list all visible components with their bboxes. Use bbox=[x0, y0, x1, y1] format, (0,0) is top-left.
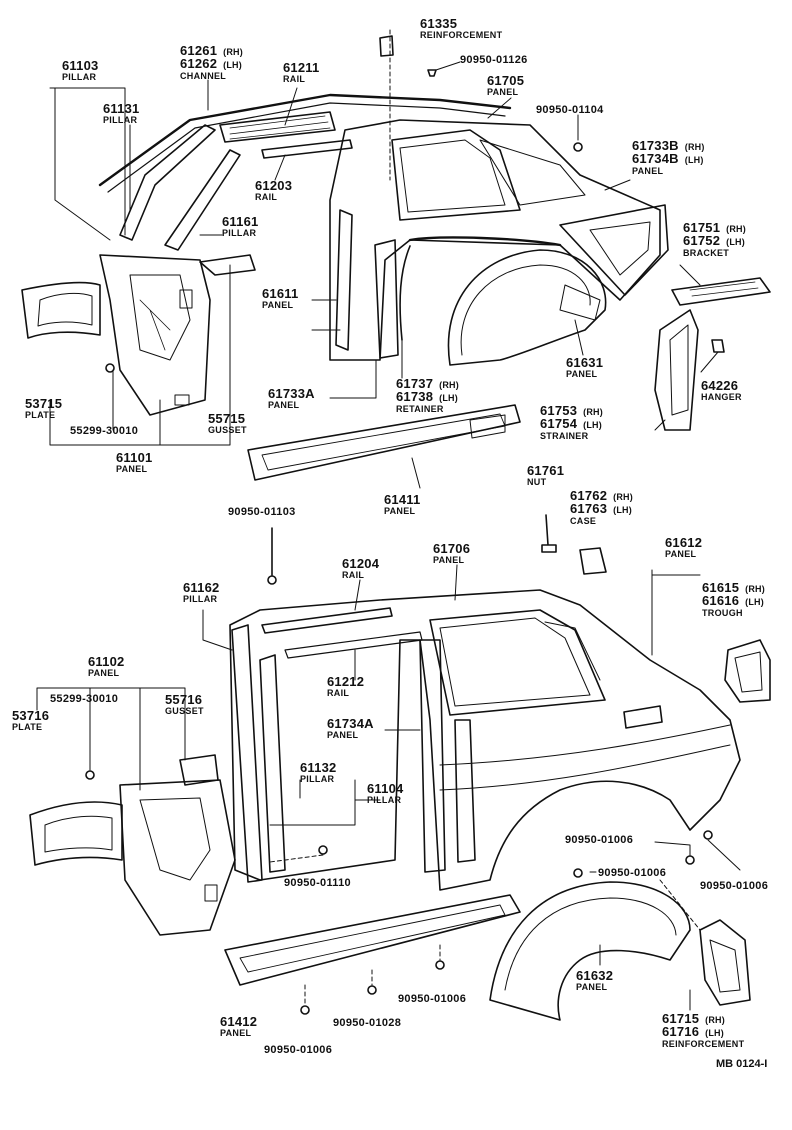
label-90950-01104: 90950-01104 bbox=[536, 104, 604, 116]
label-61211: 61211 RAIL bbox=[283, 60, 320, 84]
upper-body-side-assembly bbox=[21, 35, 771, 481]
lower-body-side-assembly bbox=[29, 589, 771, 1021]
label-61104: 61104 PILLAR bbox=[367, 781, 404, 805]
label-61131: 61131 PILLAR bbox=[103, 101, 140, 125]
label-61132: 61132 PILLAR bbox=[300, 760, 337, 784]
label-61705: 61705 PANEL bbox=[487, 73, 525, 97]
label-61761: 61761 NUT bbox=[527, 463, 565, 487]
lower-leader-lines bbox=[36, 564, 741, 1011]
label-61753-61754: 61753(RH) 61754(LH) STRAINER bbox=[540, 403, 603, 441]
label-61412: 61412 PANEL bbox=[220, 1014, 258, 1038]
label-61762-61763: 61762(RH) 61763(LH) CASE bbox=[570, 488, 633, 526]
label-61612: 61612 PANEL bbox=[665, 535, 703, 559]
label-90950-01006-b: 90950-01006 bbox=[598, 867, 667, 879]
label-90950-01006-d: 90950-01006 bbox=[398, 993, 467, 1005]
label-61733B-61734B: 61733B(RH) 61734B(LH) PANEL bbox=[632, 138, 705, 176]
label-61411: 61411 PANEL bbox=[384, 492, 421, 516]
label-53715: 53715 PLATE bbox=[25, 396, 63, 420]
upper-leader-lines bbox=[49, 29, 719, 489]
label-90950-01126: 90950-01126 bbox=[460, 54, 528, 66]
label-61733A: 61733A PANEL bbox=[268, 386, 315, 410]
label-61715-61716: 61715(RH) 61716(LH) REINFORCEMENT bbox=[662, 1011, 745, 1049]
label-61751-61752: 61751(RH) 61752(LH) BRACKET bbox=[683, 220, 746, 258]
label-61101: 61101 PANEL bbox=[116, 450, 153, 474]
label-90950-01028: 90950-01028 bbox=[333, 1017, 402, 1029]
nut-and-case bbox=[267, 514, 607, 585]
label-61737-61738: 61737(RH) 61738(LH) RETAINER bbox=[396, 376, 459, 414]
label-55715: 55715 GUSSET bbox=[208, 411, 247, 435]
label-61335: 61335 REINFORCEMENT bbox=[420, 16, 503, 40]
label-61103: 61103 PILLAR bbox=[62, 58, 99, 82]
label-61632: 61632 PANEL bbox=[576, 968, 614, 992]
label-61212: 61212 RAIL bbox=[327, 674, 365, 698]
label-90950-01006-a: 90950-01006 bbox=[565, 834, 634, 846]
label-55299-30010-bottom: 55299-30010 bbox=[50, 693, 119, 705]
label-61615-61616: 61615(RH) 61616(LH) TROUGH bbox=[702, 580, 765, 618]
label-90950-01006-c: 90950-01006 bbox=[700, 880, 769, 892]
label-61162: 61162 PILLAR bbox=[183, 580, 220, 604]
label-53716: 53716 PLATE bbox=[12, 708, 50, 732]
label-61734A: 61734A PANEL bbox=[327, 716, 374, 740]
label-61161: 61161 PILLAR bbox=[222, 214, 259, 238]
label-61631: 61631 PANEL bbox=[566, 355, 604, 379]
label-61102: 61102 PANEL bbox=[88, 654, 125, 678]
label-90950-01103: 90950-01103 bbox=[228, 506, 296, 518]
label-61706: 61706 PANEL bbox=[433, 541, 471, 565]
label-55299-30010-top: 55299-30010 bbox=[70, 425, 139, 437]
diagram-code: MB 0124-I bbox=[716, 1058, 768, 1070]
label-61204: 61204 RAIL bbox=[342, 556, 380, 580]
label-55716: 55716 GUSSET bbox=[165, 692, 204, 716]
label-90950-01006-e: 90950-01006 bbox=[264, 1044, 333, 1056]
label-61261-61262: 61261(RH) 61262(LH) CHANNEL bbox=[180, 43, 243, 81]
label-64226: 64226 HANGER bbox=[701, 378, 742, 402]
label-61203: 61203 RAIL bbox=[255, 178, 293, 202]
label-90950-01110: 90950-01110 bbox=[284, 877, 351, 889]
label-61611: 61611 PANEL bbox=[262, 286, 299, 310]
